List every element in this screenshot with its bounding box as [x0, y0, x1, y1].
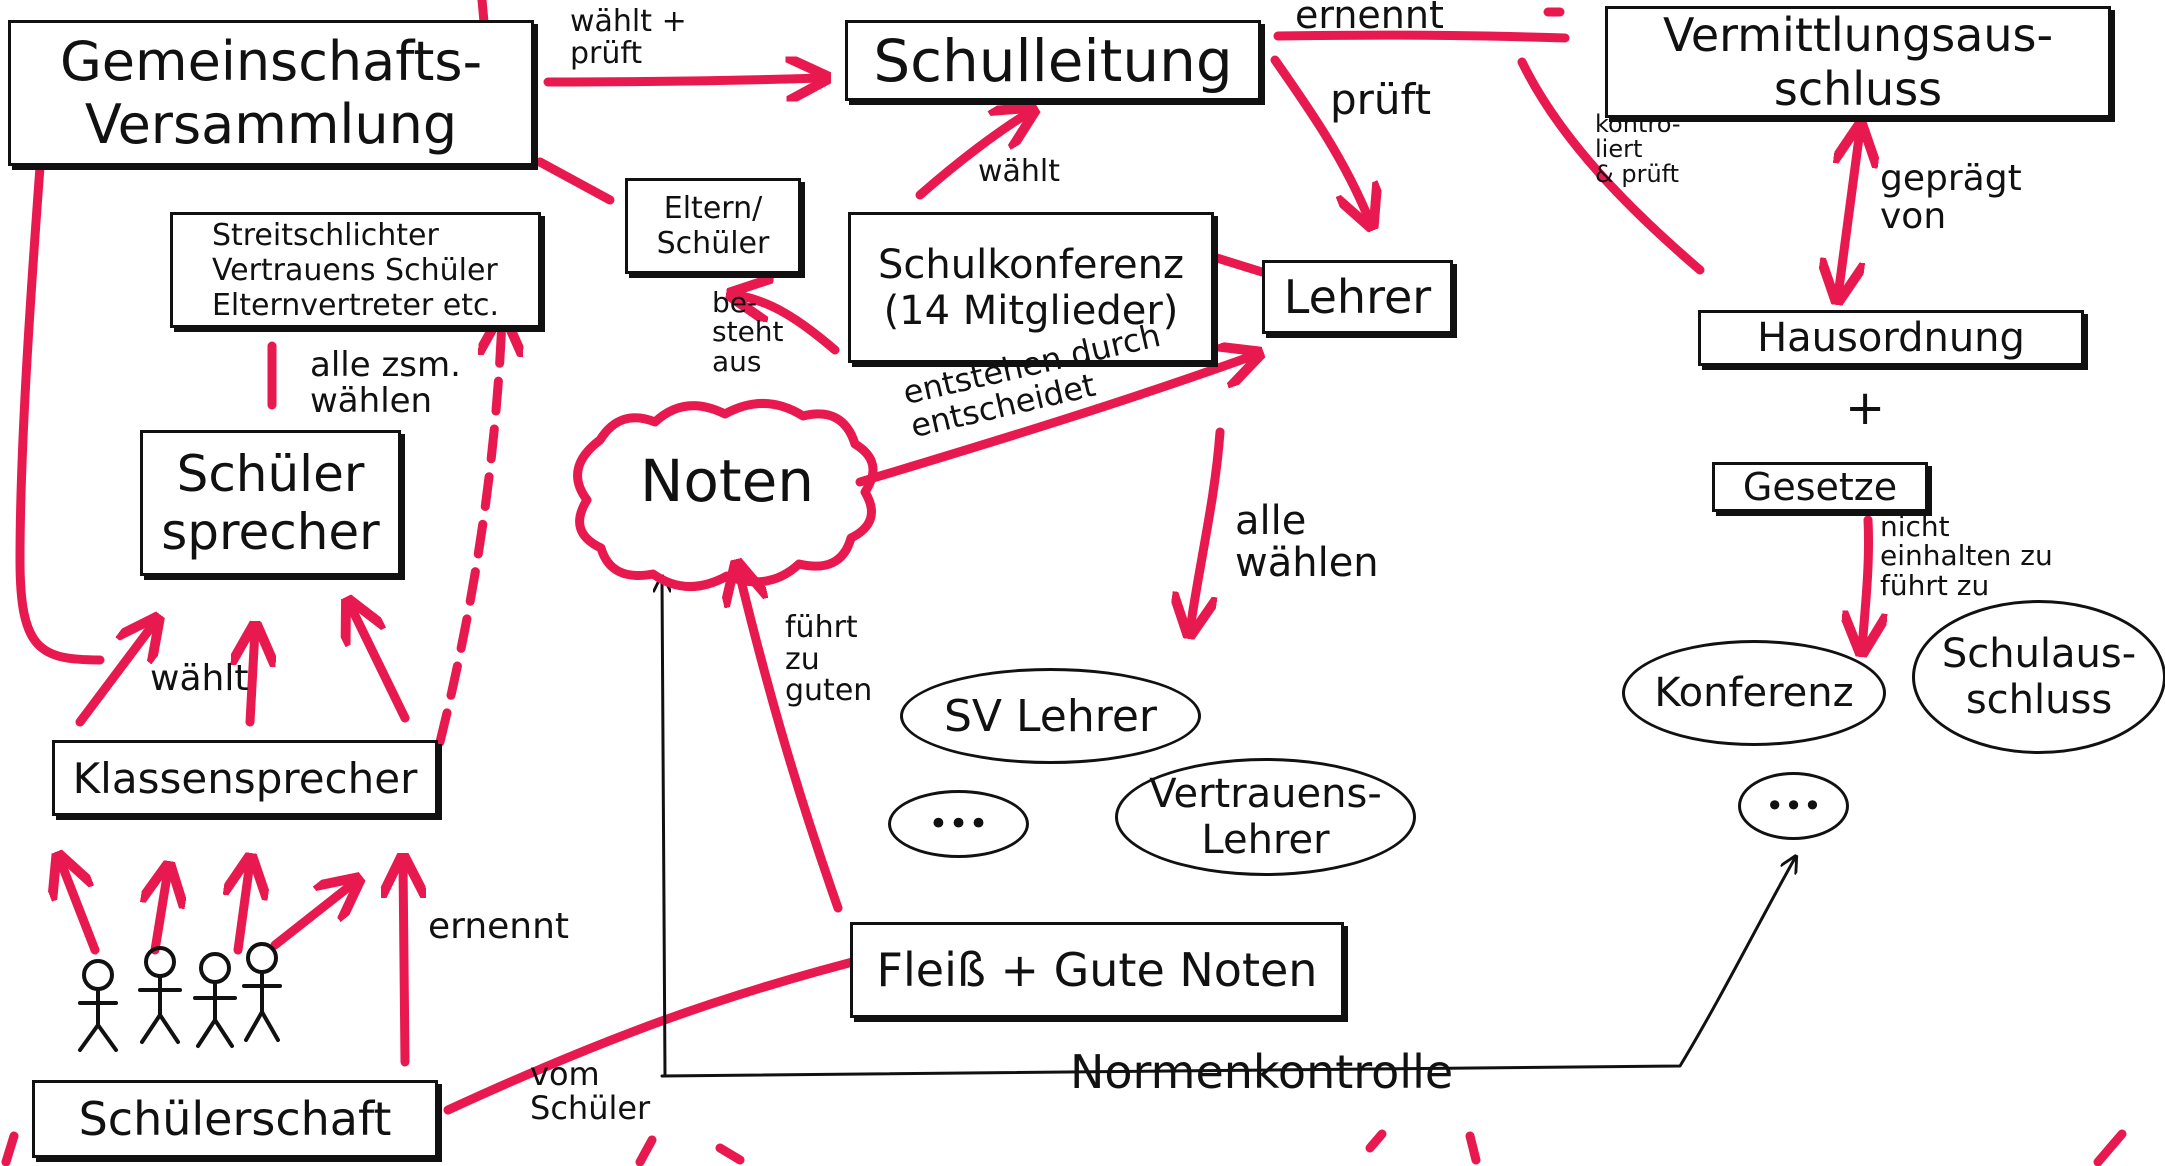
line-ernennt-top: [1273, 30, 1570, 43]
node-label: Konferenz: [1654, 670, 1854, 716]
node-label: SV Lehrer: [944, 690, 1157, 742]
arrow-entstehen-durch: [855, 355, 1255, 487]
node-eltern-schueler: Eltern/ Schüler: [625, 178, 801, 274]
label-kontrolliert: kontro- liert & prüft: [1595, 110, 1681, 189]
node-label: Vertrauens- Lehrer: [1149, 771, 1382, 863]
node-konferenz: Konferenz: [1622, 640, 1886, 746]
node-schuelerschaft: Schülerschaft: [32, 1080, 438, 1158]
line-vom-schueler: [443, 950, 885, 1115]
stick-figure-3: [193, 952, 237, 1048]
ellipsis-dots: •••: [928, 804, 989, 844]
label-nicht-einhalten: nicht einhalten zu führt zu: [1880, 510, 2053, 602]
node-hausordnung: Hausordnung: [1698, 310, 2084, 366]
node-gemeinschaftsversammlung: Gemeinschafts- Versammlung: [8, 20, 534, 166]
label-besteht-aus: be- steht aus: [712, 286, 784, 378]
label-waehlt-top: wählt: [978, 154, 1061, 189]
node-label: Schülerschaft: [78, 1092, 392, 1146]
label-prueft: prüft: [1330, 75, 1432, 124]
node-vertrauenslehrer: Vertrauens- Lehrer: [1115, 758, 1416, 876]
node-schulausschluss: Schulaus- schluss: [1912, 600, 2165, 754]
arrow-nicht-einhalten: [1862, 515, 1869, 648]
arrow-ernennt-bottom: [403, 862, 405, 1067]
node-label: Schulleitung: [873, 26, 1233, 95]
arrow-waehlt-1: [75, 622, 155, 727]
node-label: Vermittlungsaus- schluss: [1662, 8, 2054, 116]
node-su-lehrer: SV Lehrer: [900, 668, 1201, 764]
edge-fragment: [1465, 1131, 1481, 1165]
label-normenkontrolle: Normenkontrolle: [1070, 1045, 1454, 1099]
noten-cloud: [573, 399, 878, 591]
ellipsis-dots: •••: [1765, 787, 1822, 825]
label-vom-schueler: vom Schüler: [530, 1055, 651, 1127]
label-ernennt-bottom: ernennt: [428, 906, 570, 947]
arrow-dashed-streitschlichter: [435, 320, 502, 747]
line-kontrolliert: [1517, 57, 1705, 275]
line-gemeinschaft-eltern: [535, 157, 615, 205]
node-label: Gemeinschafts- Versammlung: [59, 30, 483, 156]
node-label: Streitschlichter Vertrauens Schüler Elte…: [211, 217, 500, 323]
node-dots-right: •••: [1738, 772, 1849, 840]
node-label: Schulkonferenz (14 Mitglieder): [878, 241, 1184, 334]
node-dots-left: •••: [888, 790, 1029, 858]
arrow-schueler-1: [60, 860, 100, 955]
arrow-waehlt-2: [250, 630, 255, 727]
label-gepraegt-von: geprägt von: [1880, 158, 2022, 237]
node-label: Schüler sprecher: [161, 445, 380, 561]
edge-fragment: [635, 1135, 657, 1166]
arrow-loop-left: [15, 128, 130, 665]
arrow-waehlt-prueft: [543, 78, 822, 82]
node-schuelersprecher: Schüler sprecher: [140, 430, 401, 576]
plus-sign: +: [1845, 380, 1886, 436]
node-label: Lehrer: [1283, 270, 1432, 324]
label-waehlt-left: wählt: [150, 658, 249, 699]
node-noten: Noten: [640, 447, 815, 515]
line-normenkontrolle-bottom: [660, 858, 1795, 1078]
arrow-schueler-2: [155, 870, 168, 955]
node-fleiss-gute-noten: Fleiß + Gute Noten: [850, 922, 1344, 1018]
edge-fragment: [2093, 1129, 2127, 1166]
edge-fragment: [1, 1131, 19, 1166]
node-klassensprecher: Klassensprecher: [52, 740, 438, 816]
node-label: Schulaus- schluss: [1941, 631, 2137, 723]
node-vermittlungsausschluss: Vermittlungsaus- schluss: [1605, 6, 2111, 118]
arrow-gepraegt-von: [1838, 130, 1860, 296]
arrow-fuehrt-zu-guten: [738, 568, 843, 913]
arrow-waehlt-3: [350, 605, 410, 723]
node-label: Eltern/ Schüler: [656, 191, 770, 261]
label-alle-zsm-waehlen: alle zsm. wählen: [310, 345, 461, 421]
label-fuehrt-zu-guten: führt zu guten: [785, 610, 873, 708]
arrow-waehlt-top: [915, 112, 1030, 200]
node-lehrer: Lehrer: [1262, 260, 1453, 334]
node-schulkonferenz: Schulkonferenz (14 Mitglieder): [848, 212, 1214, 363]
node-label: Klassensprecher: [72, 753, 418, 803]
edge-fragment: [477, 0, 489, 27]
arrow-besteht-aus: [735, 295, 840, 355]
node-streitschlichter: Streitschlichter Vertrauens Schüler Elte…: [170, 212, 541, 328]
node-schulleitung: Schulleitung: [845, 20, 1261, 101]
arrow-normenkontrolle: [662, 578, 665, 1078]
arrow-schueler-4: [270, 882, 355, 950]
edge-fragment: [715, 1143, 745, 1165]
label-waehlt-prueft: wählt + prüft: [570, 4, 687, 71]
stick-figure-4: [242, 942, 282, 1042]
arrow-schueler-3: [238, 862, 250, 955]
node-label: Gesetze: [1742, 465, 1898, 509]
stick-figure-2: [138, 946, 182, 1044]
label-alle-waehlen: alle wählen: [1235, 498, 1379, 586]
node-label: Hausordnung: [1757, 315, 2025, 361]
stick-figure-1: [78, 959, 118, 1052]
node-label: Fleiß + Gute Noten: [876, 943, 1318, 997]
arrow-prueft: [1270, 55, 1370, 222]
arrow-alle-waehlen: [1190, 427, 1225, 630]
edge-fragment: [1365, 1129, 1387, 1153]
label-ernennt-top: ernennt: [1295, 0, 1444, 37]
node-gesetze: Gesetze: [1712, 462, 1928, 512]
